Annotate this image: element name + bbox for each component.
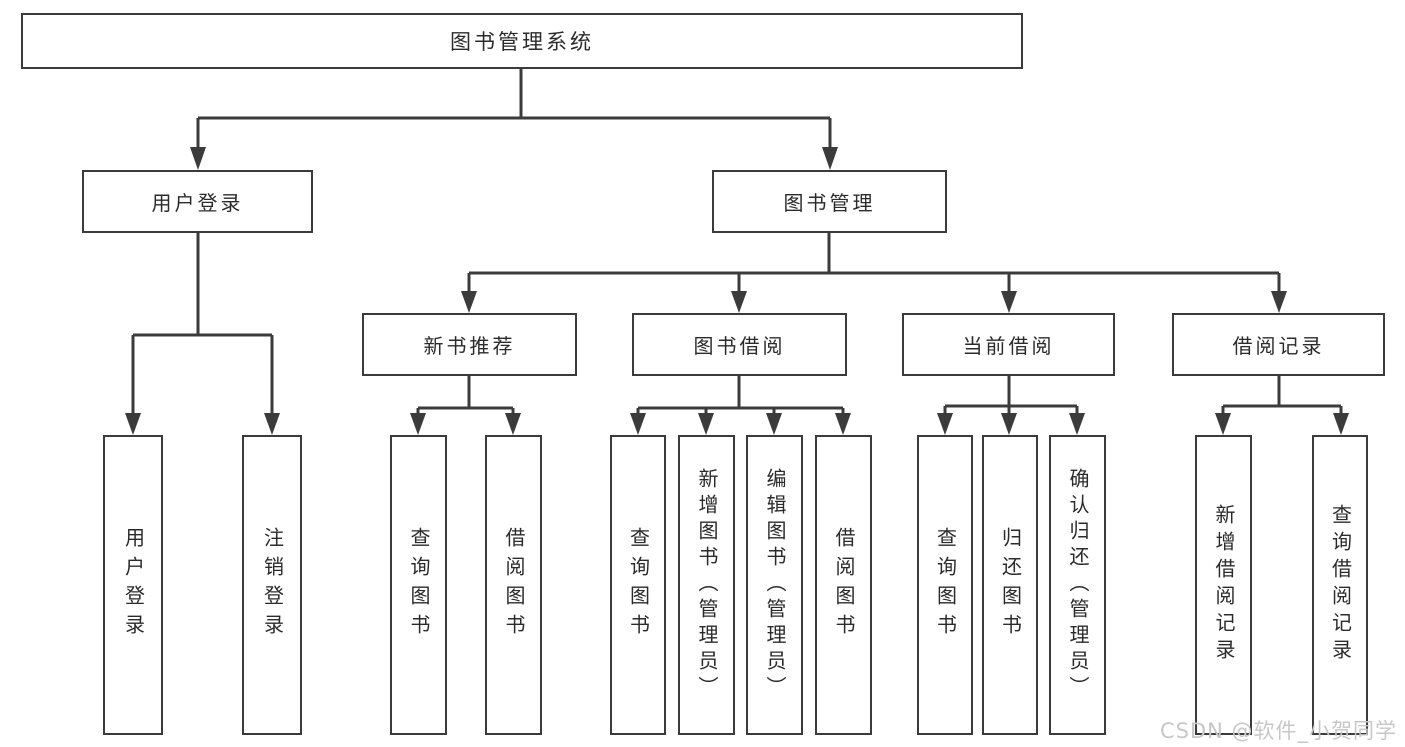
edge-newbook-to-leaves <box>416 376 515 416</box>
node-root-label: 图书管理系统 <box>450 30 594 54</box>
node-user-login-label: 用户登录 <box>151 191 244 215</box>
csdn-watermark: CSDN @软件_小贺同学 <box>1160 719 1398 743</box>
node-root-system: 图书管理系统 <box>21 13 1023 69</box>
arrowheads <box>125 147 1349 435</box>
node-book-borrow-label: 图书借阅 <box>693 334 786 358</box>
leaf-user-login-label: 用户登录 <box>121 527 146 643</box>
leaf-add-book-admin: 新增图书（管理员） <box>678 435 735 735</box>
node-new-book-recommend: 新书推荐 <box>362 313 577 376</box>
leaf-current-query-book: 查询图书 <box>917 435 973 735</box>
edge-currentborrow-to-leaves <box>943 376 1079 416</box>
edge-bookmgmt-to-level3 <box>467 233 1281 293</box>
node-book-management-label: 图书管理 <box>783 191 876 215</box>
edge-root-to-level2 <box>196 68 832 150</box>
leaf-edit-book-admin-label: 编辑图书（管理员） <box>763 468 787 702</box>
leaf-newbook-borrow-label: 借阅图书 <box>502 527 526 643</box>
node-new-book-recommend-label: 新书推荐 <box>423 334 516 358</box>
node-borrow-records-label: 借阅记录 <box>1232 334 1325 358</box>
leaf-borrow-query-book: 查询图书 <box>610 435 666 735</box>
leaf-newbook-query-label: 查询图书 <box>407 527 431 643</box>
edge-bookborrow-to-leaves <box>636 376 845 416</box>
node-current-borrow: 当前借阅 <box>902 313 1115 376</box>
leaf-newbook-query: 查询图书 <box>390 435 447 735</box>
leaf-add-borrow-record: 新增借阅记录 <box>1195 435 1252 735</box>
leaf-return-book: 归还图书 <box>982 435 1038 735</box>
node-current-borrow-label: 当前借阅 <box>962 334 1055 358</box>
node-borrow-records: 借阅记录 <box>1172 313 1385 376</box>
leaf-logout: 注销登录 <box>242 435 302 735</box>
leaf-borrow-book: 借阅图书 <box>815 435 872 735</box>
leaf-return-book-label: 归还图书 <box>998 527 1023 643</box>
leaf-add-book-admin-label: 新增图书（管理员） <box>695 468 719 702</box>
node-book-management: 图书管理 <box>712 170 947 233</box>
leaf-borrow-book-label: 借阅图书 <box>832 527 856 643</box>
leaf-borrow-query-book-label: 查询图书 <box>626 527 651 643</box>
node-book-borrow: 图书借阅 <box>632 313 847 376</box>
leaf-add-borrow-record-label: 新增借阅记录 <box>1212 504 1236 666</box>
edge-userlogin-to-leaves <box>131 233 274 416</box>
leaf-confirm-return-admin-label: 确认归还（管理员） <box>1066 468 1090 702</box>
edge-borrowrecords-to-leaves <box>1221 376 1343 416</box>
leaf-current-query-book-label: 查询图书 <box>933 527 958 643</box>
node-user-login: 用户登录 <box>82 170 313 233</box>
leaf-logout-label: 注销登录 <box>260 527 285 643</box>
leaf-user-login: 用户登录 <box>103 435 163 735</box>
leaf-query-borrow-record-label: 查询借阅记录 <box>1328 504 1353 666</box>
leaf-newbook-borrow: 借阅图书 <box>485 435 542 735</box>
leaf-confirm-return-admin: 确认归还（管理员） <box>1049 435 1106 735</box>
leaf-query-borrow-record: 查询借阅记录 <box>1312 435 1368 735</box>
leaf-edit-book-admin: 编辑图书（管理员） <box>746 435 803 735</box>
